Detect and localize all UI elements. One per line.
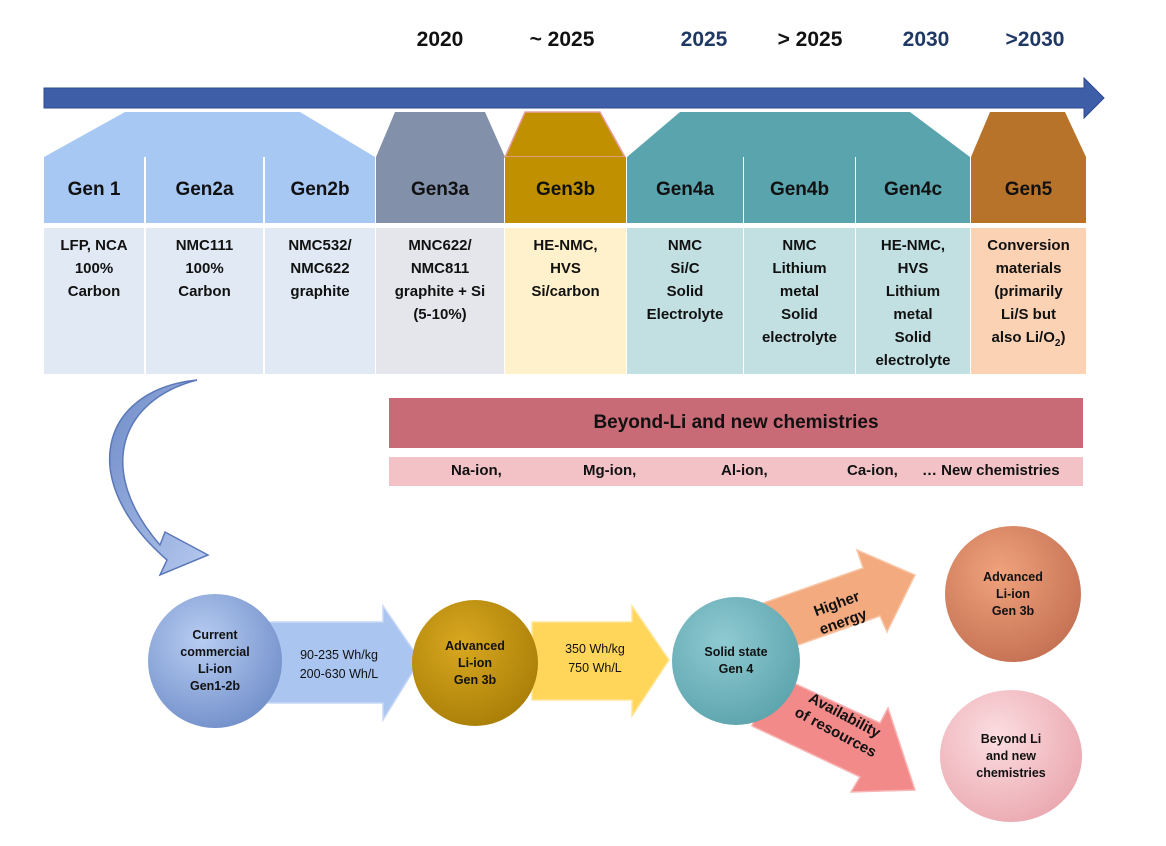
gen-header: Gen3b (535, 179, 596, 200)
chemistry-item: Ca-ion, (847, 462, 898, 479)
year-label: 2030 (902, 28, 950, 51)
gen-header: Gen2a (175, 179, 234, 200)
trapezoid-gen3b (503, 111, 627, 158)
year-label: >2030 (1005, 28, 1065, 51)
chemistry-item: Al-ion, (721, 462, 768, 479)
gen-header: Gen 1 (67, 179, 121, 200)
arrow-1 (267, 603, 421, 723)
year-label: ~ 2025 (529, 28, 595, 51)
arrow-2 (531, 603, 670, 719)
gen-header: Gen2b (290, 179, 350, 200)
curved-arrow (108, 379, 210, 577)
gen-header: Gen3a (410, 179, 470, 200)
gen-header: Gen5 (1004, 179, 1053, 200)
chemistry-item: Na-ion, (451, 462, 502, 479)
trapezoid-gen5 (971, 112, 1086, 157)
chemistry-item: Mg-ion, (583, 462, 637, 479)
gen5-last-line: also Li/O2) (991, 329, 1066, 349)
trapezoid-gen4 (627, 112, 970, 157)
chemistry-item: … New chemistries (922, 462, 1060, 479)
timeline-arrow (43, 76, 1105, 120)
year-label: 2020 (416, 28, 464, 51)
year-label: 2025 (680, 28, 728, 51)
trapezoid-gen12 (44, 112, 375, 157)
trapezoid-gen3a (376, 112, 505, 157)
arrow-availability (751, 670, 917, 793)
beyond-li-title: Beyond-Li and new chemistries (389, 398, 1083, 448)
gen-header: Gen4a (655, 179, 715, 200)
gen-header: Gen4c (883, 179, 943, 200)
year-label: > 2025 (777, 28, 843, 51)
beyond-li-items: Na-ion, Mg-ion, Al-ion, Ca-ion, … New ch… (389, 457, 1083, 486)
gen-header: Gen4b (769, 179, 830, 200)
